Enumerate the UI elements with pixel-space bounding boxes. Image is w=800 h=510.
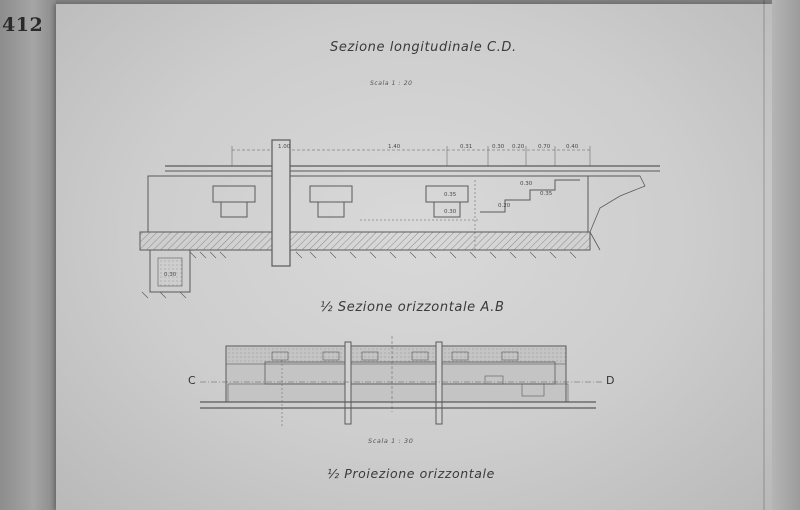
foundation-dim: 0.30: [164, 272, 177, 278]
dim-section-3: 0.35: [540, 191, 553, 197]
dim-3: 0.31: [460, 144, 472, 150]
longitudinal-section: [139, 139, 660, 299]
title-longitudinal-section: Sezione longitudinale C.D.: [330, 40, 517, 55]
dim-1: 1.00: [278, 144, 291, 150]
sheet-fold: [763, 0, 765, 510]
dim-section-1: 0.35: [444, 192, 457, 198]
dim-4: 0.30: [492, 144, 505, 150]
dim-section-2: 0.30: [444, 209, 457, 215]
dim-6: 0.70: [538, 144, 551, 150]
dim-section-5: 0.20: [498, 203, 511, 209]
scale-horizontal: Scala 1 : 30: [368, 437, 414, 445]
dimension-labels: 1.00 1.40 0.31 0.30 0.20 0.70 0.40 0.35 …: [164, 144, 579, 278]
title-horizontal-section: ½ Sezione orizzontale A.B: [320, 300, 505, 315]
scale-longitudinal: Scala 1 : 20: [370, 80, 413, 87]
horizontal-section: [200, 336, 602, 428]
drawing-sheet: [56, 4, 772, 510]
dim-7: 0.40: [566, 144, 579, 150]
dim-2: 1.40: [388, 144, 401, 150]
left-page-margin: 412: [0, 0, 56, 510]
page-number: 412: [2, 14, 44, 36]
dim-5: 0.20: [512, 144, 525, 150]
dim-section-4: 0.30: [520, 181, 533, 187]
section-marker-c: C: [188, 374, 196, 387]
section-marker-d: D: [606, 374, 615, 387]
right-page-edge: [772, 0, 800, 510]
title-horizontal-projection: ½ Proiezione orizzontale: [327, 466, 495, 481]
